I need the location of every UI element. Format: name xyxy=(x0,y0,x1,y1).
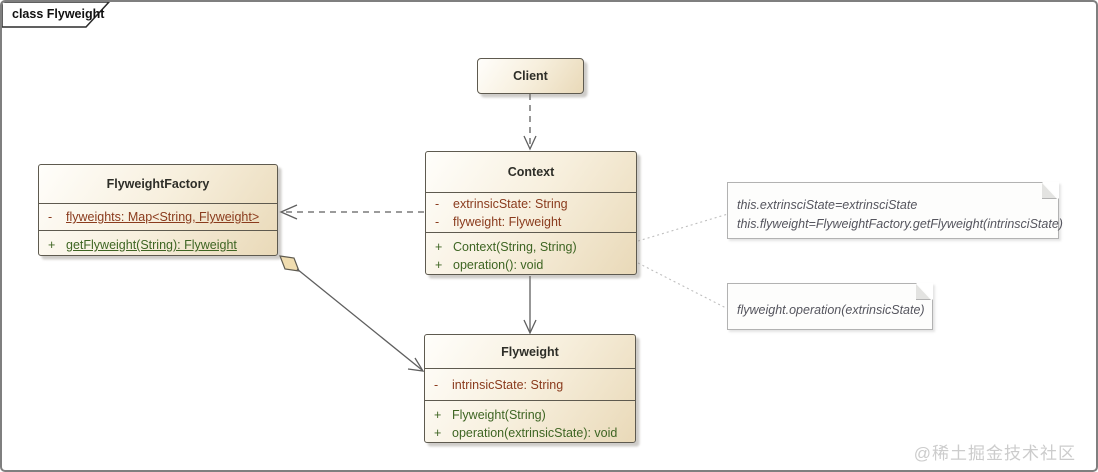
visibility-sign: - xyxy=(435,214,440,229)
attribute: - flyweights: Map<String, Flyweight> xyxy=(39,208,277,226)
attributes-compartment: - flyweights: Map<String, Flyweight> xyxy=(39,203,277,230)
class-flyweight[interactable]: Flyweight - intrinsicState: String + Fly… xyxy=(424,334,636,443)
attributes-compartment: - extrinsicState: String - flyweight: Fl… xyxy=(426,192,636,232)
attribute-text: flyweights: Map<String, Flyweight> xyxy=(66,210,260,224)
frame-tab-label: class Flyweight xyxy=(12,7,105,21)
class-flyweightfactory-name: FlyweightFactory xyxy=(106,177,210,191)
methods-compartment: + Context(String, String) + operation():… xyxy=(426,232,636,278)
class-client[interactable]: Client xyxy=(477,58,584,94)
method-text: getFlyweight(String): Flyweight xyxy=(66,238,237,252)
attribute-text: intrinsicState: String xyxy=(452,377,564,392)
attributes-compartment: - intrinsicState: String xyxy=(425,368,635,400)
class-flyweightfactory[interactable]: FlyweightFactory - flyweights: Map<Strin… xyxy=(38,164,278,256)
attribute-text: flyweight: Flyweight xyxy=(453,214,562,229)
visibility-sign: - xyxy=(434,377,439,392)
method-text: operation(extrinsicState): void xyxy=(452,425,618,440)
note-operation-call[interactable]: flyweight.operation(extrinsicState) xyxy=(727,283,933,330)
visibility-sign: + xyxy=(435,257,443,272)
attribute: - flyweight: Flyweight xyxy=(426,213,636,231)
note-link-1[interactable] xyxy=(637,213,729,242)
dependency-client-context[interactable] xyxy=(523,94,537,151)
note-link-2[interactable] xyxy=(637,262,729,310)
method: + operation(): void xyxy=(426,256,636,274)
visibility-sign: + xyxy=(435,239,443,254)
visibility-sign: + xyxy=(434,407,442,422)
methods-compartment: + getFlyweight(String): Flyweight xyxy=(39,230,277,259)
attribute: - extrinsicState: String xyxy=(426,195,636,213)
visibility-sign: + xyxy=(48,238,56,252)
method: + operation(extrinsicState): void xyxy=(425,424,635,442)
class-flyweight-name: Flyweight xyxy=(501,344,559,359)
class-client-name: Client xyxy=(513,68,548,83)
watermark: @稀土掘金技术社区 xyxy=(913,444,1076,463)
method-text: Context(String, String) xyxy=(453,239,577,254)
class-context[interactable]: Context - extrinsicState: String - flywe… xyxy=(425,151,637,275)
visibility-sign: - xyxy=(435,196,440,211)
methods-compartment: + Flyweight(String) + operation(extrinsi… xyxy=(425,400,635,446)
method-text: Flyweight(String) xyxy=(452,407,546,422)
method: + Context(String, String) xyxy=(426,238,636,256)
aggregation-diamond xyxy=(279,255,300,272)
attribute: - intrinsicState: String xyxy=(425,376,635,394)
method: + getFlyweight(String): Flyweight xyxy=(39,236,277,254)
association-context-flyweight[interactable] xyxy=(523,276,537,335)
note-context-constructor[interactable]: this.extrinsciState=extrinsciState this.… xyxy=(727,182,1063,239)
method: + Flyweight(String) xyxy=(425,406,635,424)
note-line: this.flyweight=FlyweightFactory.getFlywe… xyxy=(737,217,1063,231)
class-context-name: Context xyxy=(507,165,555,179)
note-line: flyweight.operation(extrinsicState) xyxy=(737,303,925,317)
method-text: operation(): void xyxy=(453,257,544,272)
attribute-text: extrinsicState: String xyxy=(453,196,568,211)
dependency-context-factory[interactable] xyxy=(279,204,424,220)
note-line: this.extrinsciState=extrinsciState xyxy=(737,198,918,212)
visibility-sign: + xyxy=(434,425,442,440)
aggregation-factory-flyweight[interactable] xyxy=(279,255,425,372)
visibility-sign: - xyxy=(48,210,53,224)
